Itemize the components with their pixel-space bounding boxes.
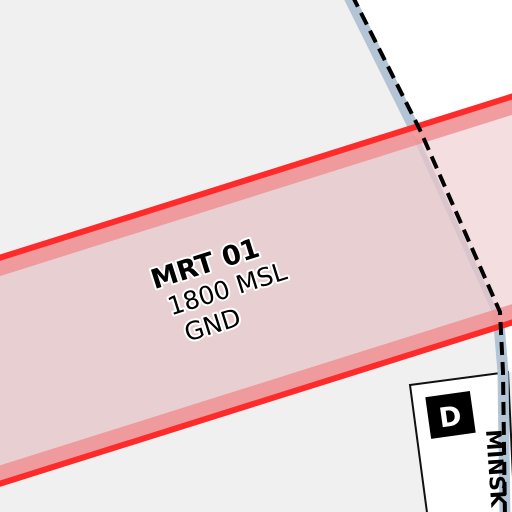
- airspace-border-inner-top: [0, 98, 512, 277]
- dashed-boundary: [352, 0, 507, 512]
- airspace-border-bottom: [0, 319, 512, 487]
- airspace-border-inner-bottom: [0, 304, 512, 483]
- road-name-label: MINSK: [481, 429, 510, 509]
- outside-boundary-area: [355, 0, 512, 372]
- airspace-fill: [0, 94, 512, 486]
- airspace-border-top: [0, 93, 512, 261]
- airport-class-badge-box: [425, 391, 476, 439]
- airspace-fill-outside: [410, 100, 512, 328]
- airport-class-d-badge[interactable]: D: [425, 391, 476, 439]
- airspace-mrt-01[interactable]: [0, 92, 512, 492]
- airport-class-letter: D: [437, 401, 464, 435]
